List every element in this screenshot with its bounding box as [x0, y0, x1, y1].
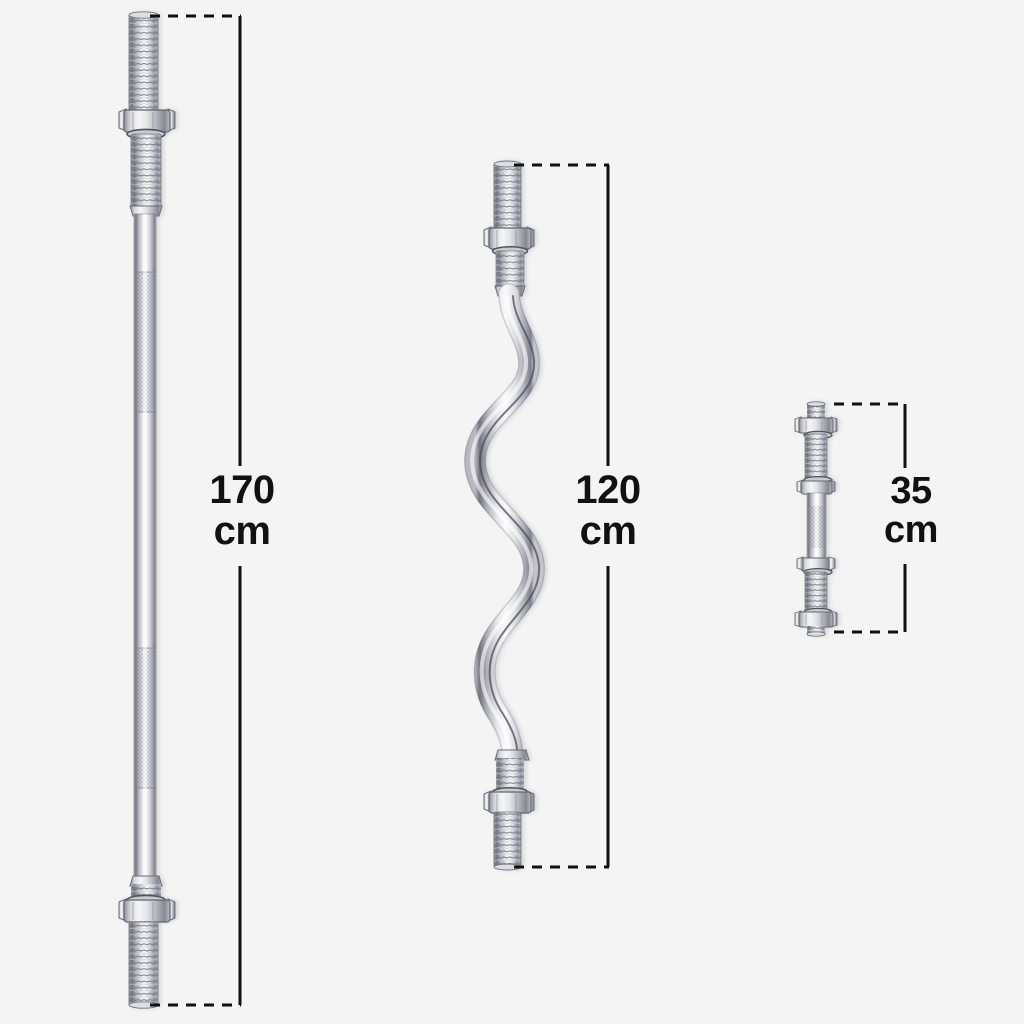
dimension-170-unit: cm — [213, 508, 271, 553]
dimension-35-unit: cm — [884, 508, 938, 551]
straight-barbell-bottom-collar — [118, 894, 176, 923]
ez-curl-upper-thread — [495, 250, 525, 288]
ez-curl-bottom-thread — [493, 811, 522, 871]
straight-barbell-shaft — [133, 213, 157, 879]
dumbbell-top-stub — [806, 401, 826, 419]
dimension-35-value: 35 — [890, 470, 932, 512]
dimension-label-120: 120 cm — [562, 470, 654, 552]
straight-barbell-top-thread — [128, 11, 159, 115]
dumbbell-bottom-stub — [806, 626, 826, 637]
dumbbell-bottom-collar — [794, 607, 838, 628]
dumbbell-bar — [794, 401, 838, 637]
straight-barbell-upper-thread — [130, 133, 162, 209]
dumbbell-upper-thread — [804, 433, 828, 481]
ez-curl-bottom-collar — [483, 786, 535, 814]
straight-barbell-top-collar — [118, 108, 176, 140]
straight-barbell-bottom-thread — [128, 921, 159, 1009]
straight-barbell-lower-thread-upper — [131, 884, 161, 902]
dimension-label-35: 35 cm — [872, 472, 950, 550]
dumbbell-inner-collar-top — [796, 475, 836, 495]
dumbbell-top-collar — [794, 416, 838, 440]
ez-curl-lower-thread-upper — [496, 758, 524, 794]
dimension-170-value: 170 — [209, 468, 275, 512]
dimension-label-170: 170 cm — [196, 470, 288, 552]
ez-curl-barbell — [464, 160, 546, 871]
straight-barbell — [118, 11, 176, 1009]
ez-curl-top-thread — [493, 160, 522, 232]
dimension-120-value: 120 — [575, 468, 641, 512]
ez-curl-shaft — [464, 283, 546, 763]
dumbbell-shaft — [806, 492, 827, 562]
ez-curl-top-collar — [483, 226, 535, 257]
dimension-120-unit: cm — [579, 508, 637, 553]
dumbbell-inner-collar-bottom — [796, 556, 836, 577]
dumbbell-lower-thread — [804, 571, 828, 615]
